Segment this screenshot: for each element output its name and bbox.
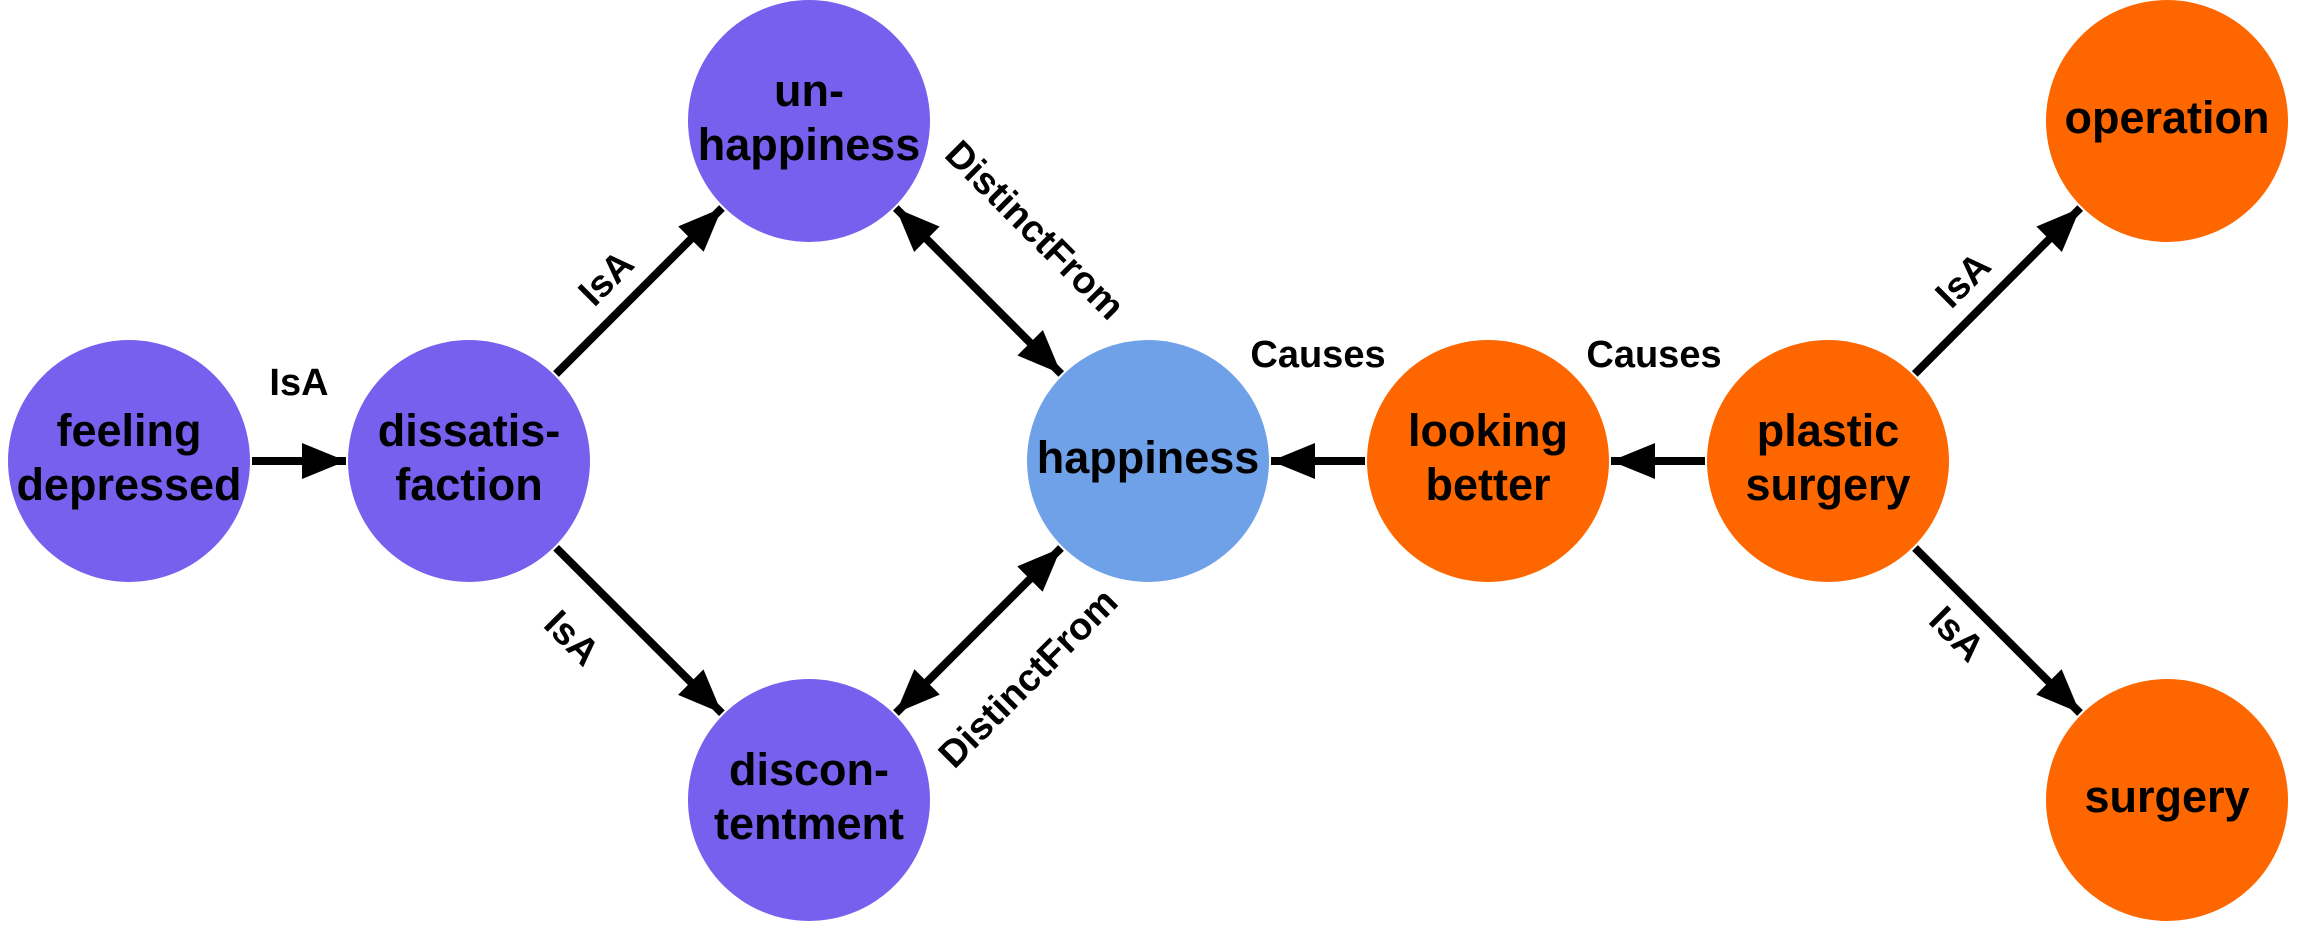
node-label: looking	[1408, 405, 1568, 456]
node-label: dissatis-	[378, 405, 561, 456]
edge-label-distinctfrom: DistinctFrom	[937, 133, 1132, 328]
node-circle	[688, 0, 930, 242]
node-circle	[348, 340, 590, 582]
node-circle	[1027, 340, 1269, 582]
node-label: depressed	[16, 459, 241, 510]
node-label: plastic	[1757, 405, 1900, 456]
edge-arrow-plastic-surgery-to-surgery	[1912, 545, 2083, 716]
node-operation: operation	[2046, 0, 2288, 242]
edge-arrow-dissatisfaction-to-discontentment	[553, 544, 725, 717]
node-discontentment: discon-tentment	[688, 679, 930, 921]
node-label: surgery	[2084, 771, 2249, 822]
edge-arrow-dissatisfaction-to-unhappiness	[553, 205, 725, 377]
node-label: feeling	[56, 405, 201, 456]
node-circle	[1367, 340, 1609, 582]
node-label: surgery	[1745, 459, 1910, 510]
edge-arrow-unhappiness-to-happiness	[892, 205, 1065, 377]
edge-arrow-plastic-surgery-to-operation	[1911, 205, 2084, 377]
node-circle	[2046, 679, 2288, 921]
node-label: happiness	[1037, 432, 1260, 483]
node-label: operation	[2064, 92, 2269, 143]
node-circle	[8, 340, 250, 582]
node-label: better	[1425, 459, 1550, 510]
node-circle	[2046, 0, 2288, 242]
node-surgery: surgery	[2046, 679, 2288, 921]
node-label: faction	[395, 459, 543, 510]
edge-label-isa: IsA	[269, 362, 328, 404]
node-label: happiness	[698, 119, 921, 170]
edge-label-isa: IsA	[536, 603, 608, 675]
node-label: discon-	[729, 744, 889, 795]
node-unhappiness: un-happiness	[688, 0, 930, 242]
edge-label-causes: Causes	[1586, 334, 1721, 376]
node-label: tentment	[714, 798, 904, 849]
node-label: un-	[774, 65, 844, 116]
node-circle	[688, 679, 930, 921]
edge-label-causes: Causes	[1250, 334, 1385, 376]
node-dissatisfaction: dissatis-faction	[348, 340, 590, 582]
edges-layer	[252, 205, 2084, 717]
node-happiness: happiness	[1027, 340, 1269, 582]
edge-arrow-discontentment-to-happiness	[893, 545, 1064, 716]
node-circle	[1707, 340, 1949, 582]
edge-label-distinctfrom: DistinctFrom	[931, 581, 1126, 776]
edge-label-isa: IsA	[1928, 245, 2000, 317]
